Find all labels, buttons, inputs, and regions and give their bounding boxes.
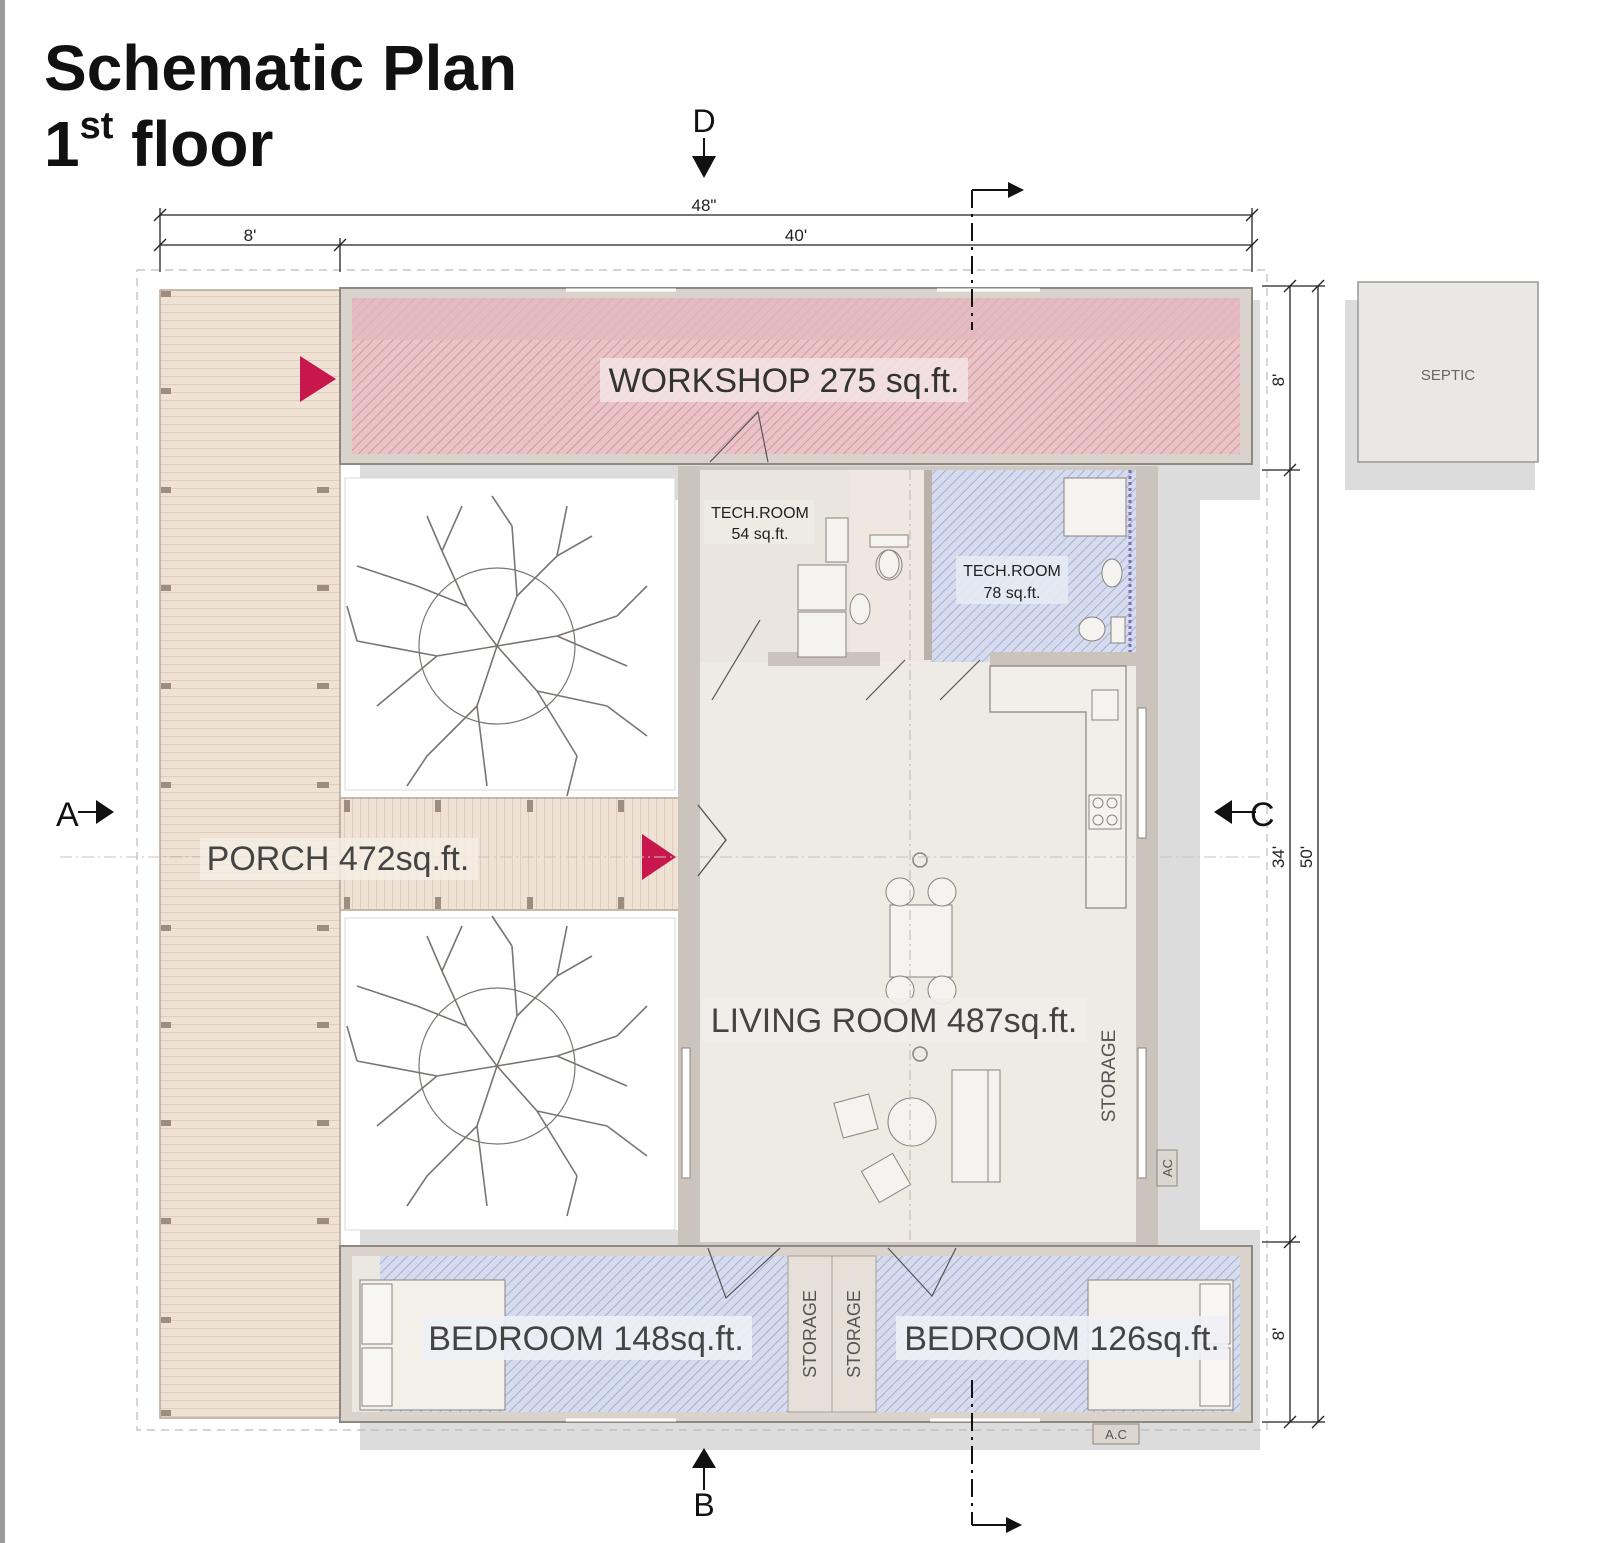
courtyards bbox=[344, 477, 676, 1231]
section-marker-c-label: C bbox=[1250, 796, 1275, 834]
ac-unit-2-label: A.C bbox=[1105, 1427, 1127, 1442]
dim-workshop-depth: 8' bbox=[1269, 374, 1288, 387]
bedroom-left-label: BEDROOM 148sq.ft. bbox=[428, 1320, 744, 1358]
storage-2-label: STORAGE bbox=[844, 1290, 864, 1378]
dim-living-depth: 34' bbox=[1269, 846, 1288, 868]
page-edge-bar bbox=[0, 0, 5, 1543]
storage-1-label: STORAGE bbox=[800, 1290, 820, 1378]
bedroom-right-label: BEDROOM 126sq.ft. bbox=[904, 1320, 1220, 1358]
tech-room-2-name: TECH.ROOM bbox=[963, 563, 1061, 580]
plan-title-line2: 1st floor bbox=[44, 106, 517, 182]
ac-unit-1-label: AC bbox=[1160, 1159, 1175, 1177]
porch-label: PORCH 472sq.ft. bbox=[207, 840, 470, 878]
tech-room-1-name: TECH.ROOM bbox=[711, 505, 809, 522]
living-room-label: LIVING ROOM 487sq.ft. bbox=[711, 1002, 1078, 1040]
plan-title-line1: Schematic Plan bbox=[44, 32, 518, 104]
septic-label: SEPTIC bbox=[1421, 367, 1475, 384]
dim-overall-depth: 50' bbox=[1297, 846, 1316, 868]
floor-word: floor bbox=[131, 108, 274, 180]
section-marker-a bbox=[78, 800, 114, 824]
section-marker-a-label: A bbox=[56, 796, 79, 834]
section-marker-b bbox=[692, 1448, 716, 1490]
tree-icon bbox=[346, 495, 648, 797]
section-marker-d bbox=[692, 138, 716, 178]
section-marker-c bbox=[1214, 800, 1256, 824]
storage-living-label: STORAGE bbox=[1099, 1030, 1120, 1123]
entry-arrow-icon bbox=[300, 356, 336, 402]
dim-porch-width: 8' bbox=[244, 226, 257, 245]
dim-bedroom-depth: 8' bbox=[1269, 1328, 1288, 1341]
section-marker-b-label: B bbox=[693, 1487, 714, 1523]
property-boundary bbox=[136, 269, 1268, 1431]
tree-icon bbox=[346, 915, 648, 1217]
dim-main-width: 40' bbox=[785, 226, 807, 245]
ac-unit bbox=[1092, 1423, 1140, 1445]
tech-room-1-area: 54 sq.ft. bbox=[732, 526, 789, 543]
dimension-lines bbox=[153, 208, 1325, 1429]
septic-tank bbox=[1357, 281, 1539, 463]
section-marker-d-label: D bbox=[692, 103, 715, 139]
dim-overall-width: 48" bbox=[692, 196, 717, 215]
workshop-label: WORKSHOP 275 sq.ft. bbox=[609, 362, 960, 400]
floor-ordinal: st bbox=[79, 105, 114, 147]
ac-unit bbox=[1156, 1149, 1178, 1187]
floor-number: 1 bbox=[44, 108, 80, 180]
tech-room-2-area: 78 sq.ft. bbox=[984, 585, 1041, 602]
section-cut-line bbox=[971, 182, 1024, 1533]
plan-title: Schematic Plan 1st floor bbox=[44, 30, 517, 182]
